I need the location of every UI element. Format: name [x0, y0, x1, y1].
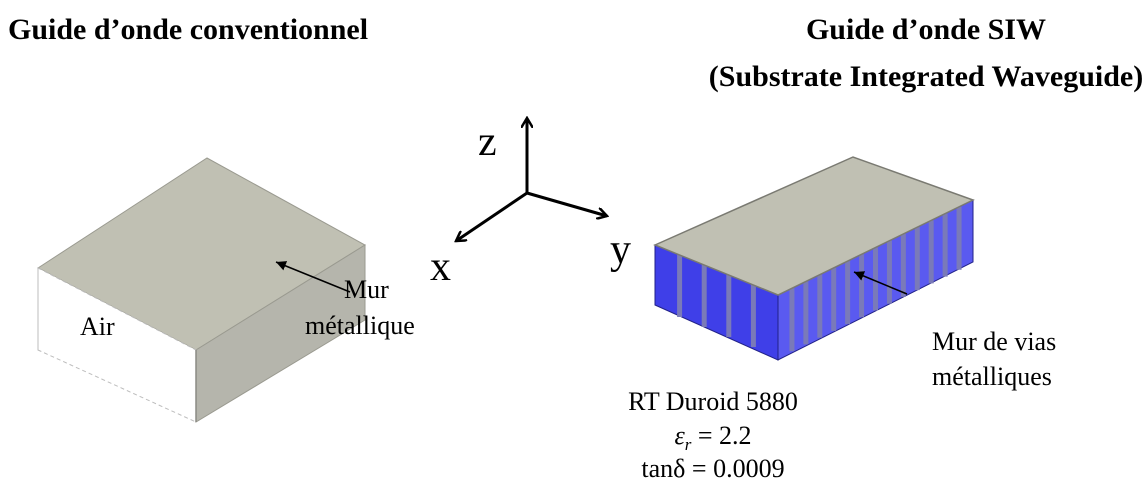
epsilon-symbol: ε: [674, 421, 685, 450]
permittivity-value: = 2.2: [691, 421, 751, 450]
siw-via-posts: [677, 206, 962, 352]
z-axis-label: z: [478, 119, 497, 165]
air-label: Air: [80, 312, 115, 341]
material-name: RT Duroid 5880: [628, 387, 798, 416]
x-axis-arrow: [456, 191, 528, 241]
epsilon-subscript: r: [685, 435, 692, 454]
permittivity: εr = 2.2: [674, 421, 751, 454]
loss-tangent: tanδ = 0.0009: [641, 454, 784, 483]
siw-top-metal: [653, 156, 975, 296]
siw-waveguide: Mur de vias métalliques RT Duroid 5880 ε…: [628, 156, 1056, 483]
vias-label-line1: Mur de vias: [932, 327, 1056, 356]
y-axis-arrow: [526, 191, 607, 216]
conventional-waveguide: Air Mur métallique: [37, 157, 415, 423]
wall-label-line1: Mur: [344, 275, 389, 304]
y-axis-label: y: [610, 227, 631, 273]
vias-pointer-arrow: [853, 271, 908, 295]
wall-pointer-arrow: [275, 261, 351, 293]
wall-label-line2: métallique: [305, 311, 415, 340]
siw-title: Guide d’onde SIW: [805, 13, 1047, 46]
siw-subtitle: (Substrate Integrated Waveguide): [708, 60, 1144, 93]
x-axis-label: x: [430, 244, 451, 290]
coordinate-axes: z x y: [430, 118, 631, 290]
vias-label-line2: métalliques: [932, 362, 1052, 391]
conventional-waveguide-title: Guide d’onde conventionnel: [8, 13, 369, 46]
